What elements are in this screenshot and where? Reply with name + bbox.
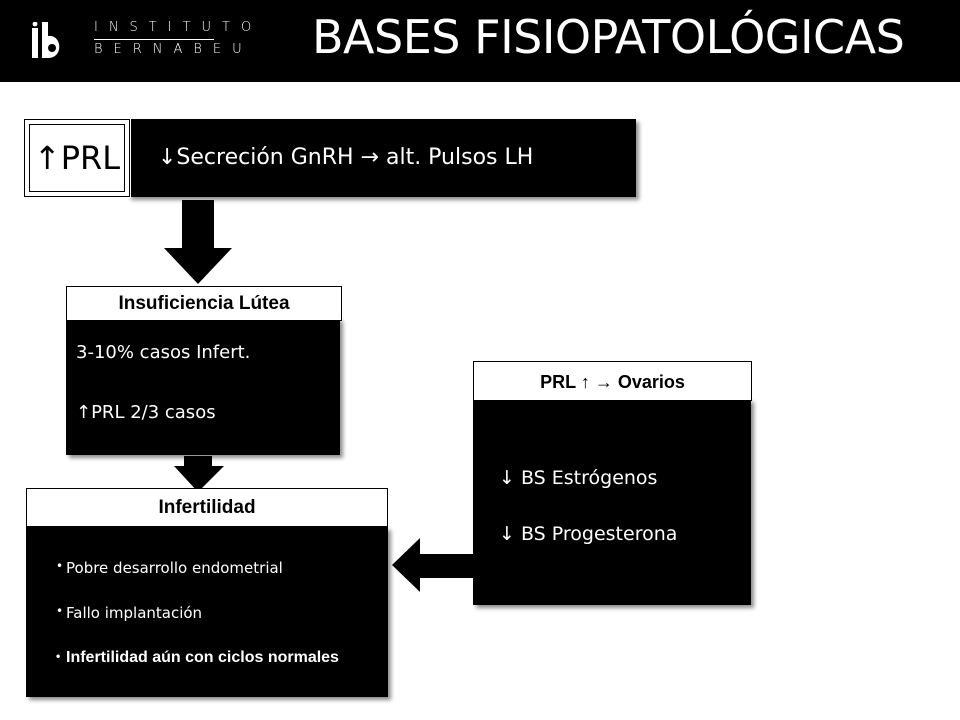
list-item: Pobre desarrollo endometrial	[56, 559, 339, 604]
list-item: Fallo implantación	[56, 604, 339, 649]
ovarios-item: ↓ BS Progesterona	[499, 523, 678, 545]
prl-label: ↑PRL	[29, 124, 125, 192]
infertilidad-body: Pobre desarrollo endometrial Fallo impla…	[26, 527, 388, 697]
logo-word-bernabeu: BERNABEU	[94, 42, 253, 57]
arrow-down-icon	[174, 456, 224, 492]
lutea-label: Insuficiencia Lútea	[66, 286, 342, 321]
lutea-item: 3-10% casos Infert.	[76, 342, 251, 363]
prl-label-box: ↑PRL	[23, 118, 131, 198]
ib-logo-icon	[32, 22, 60, 58]
prl-description: ↓Secreción GnRH → alt. Pulsos LH	[158, 145, 534, 170]
ovarios-body: ↓ BS Estrógenos ↓ BS Progesterona	[473, 399, 751, 605]
infertilidad-label: Infertilidad	[26, 488, 388, 527]
list-item: Infertilidad aún con ciclos normales	[56, 649, 339, 694]
arrow-down-icon	[164, 200, 232, 284]
arrow-left-icon	[392, 538, 474, 592]
lutea-item: ↑PRL 2/3 casos	[76, 402, 216, 423]
instituto-bernabeu-logo: INSTITUTO BERNABEU	[30, 18, 251, 64]
prl-description-box: ↓Secreción GnRH → alt. Pulsos LH	[128, 119, 636, 197]
logo-divider	[94, 39, 214, 40]
logo-word-instituto: INSTITUTO	[94, 20, 263, 35]
page-title: BASES FISIOPATOLÓGICAS	[312, 10, 905, 64]
lutea-body: 3-10% casos Infert. ↑PRL 2/3 casos	[66, 318, 340, 455]
ovarios-item: ↓ BS Estrógenos	[499, 467, 658, 489]
header-bar: INSTITUTO BERNABEU BASES FISIOPATOLÓGICA…	[0, 0, 960, 82]
infertilidad-list: Pobre desarrollo endometrial Fallo impla…	[56, 559, 339, 694]
ovarios-label: PRL ↑ → Ovarios	[473, 361, 752, 401]
